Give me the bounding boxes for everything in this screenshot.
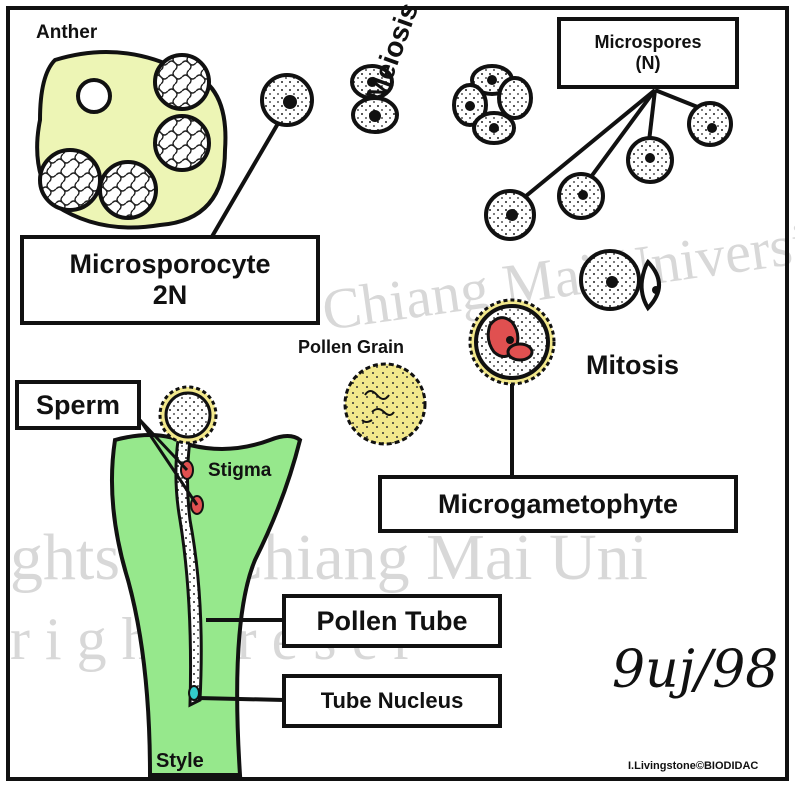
microspores-box: Microspores (N) <box>557 17 739 89</box>
microgametophyte-label: Microgametophyte <box>438 489 678 520</box>
meiosis-tetrad <box>454 66 531 143</box>
anther-group <box>37 52 225 228</box>
microsporocyte-nucleus <box>283 95 297 109</box>
pollen-tube-box: Pollen Tube <box>282 594 502 648</box>
microgametophyte-cell <box>470 300 554 384</box>
anther-sac-1 <box>155 55 209 109</box>
microspores-label: Microspores <box>594 32 701 53</box>
anther-label: Anther <box>36 22 97 44</box>
sperm-box: Sperm <box>15 380 141 430</box>
anther-sac-4 <box>100 162 156 218</box>
anther-hole <box>78 80 110 112</box>
stigma-label: Stigma <box>208 460 271 482</box>
pollen-grain <box>345 364 425 444</box>
style-label: Style <box>156 750 204 773</box>
microsporocyte-ploidy: 2N <box>153 280 188 311</box>
microsporocyte-label: Microsporocyte <box>69 249 270 280</box>
microspores-ploidy: (N) <box>636 53 661 74</box>
microgametophyte-box: Microgametophyte <box>378 475 738 533</box>
pollen-tube-label: Pollen Tube <box>316 606 467 637</box>
pollen-on-stigma <box>160 387 216 443</box>
tube-nucleus <box>189 686 199 700</box>
signature: 9uj/98 <box>612 640 778 700</box>
microspore-cells <box>486 103 731 239</box>
microspores-pointers <box>515 90 705 205</box>
mitosis-label: Mitosis <box>586 350 679 381</box>
sperm-label: Sperm <box>36 390 120 421</box>
pollen-grain-label: Pollen Grain <box>298 337 404 358</box>
anther-sac-3 <box>40 150 100 210</box>
microsporocyte-box: Microsporocyte 2N <box>20 235 320 325</box>
anther-sac-2 <box>155 116 209 170</box>
mitosis-cell <box>581 251 660 309</box>
tube-nucleus-label: Tube Nucleus <box>321 688 464 714</box>
tube-nucleus-pointer <box>198 698 284 700</box>
credit-text: I.Livingstone©BIODIDAC <box>628 760 758 772</box>
style-shape <box>112 435 300 775</box>
tube-nucleus-box: Tube Nucleus <box>282 674 502 728</box>
